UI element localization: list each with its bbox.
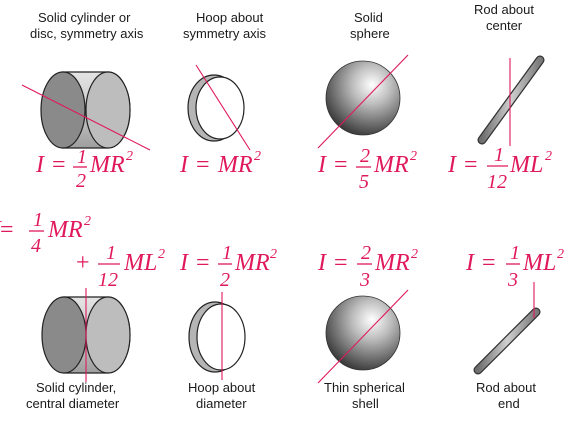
formula-denominator: 2	[76, 170, 86, 192]
formula-plus: +	[76, 250, 90, 276]
formula-rod-center: I = 1 12 ML 2	[447, 144, 552, 193]
label-line-2: end	[498, 396, 520, 411]
formula-equals: =	[52, 152, 66, 178]
formula-hoop-diameter: I = 1 2 MR 2	[179, 242, 277, 291]
formula-lhs: I	[317, 250, 327, 276]
formula-numerator: 2	[360, 145, 370, 167]
hoop-symmetry-figure	[187, 64, 251, 151]
formula-numerator: 1	[494, 144, 504, 166]
label-line-1: Hoop about	[188, 380, 256, 395]
formula-exponent: 2	[254, 149, 261, 164]
label-solid-cylinder-symmetry: Solid cylinder or disc, symmetry axis	[30, 10, 144, 41]
formula-numerator: 1	[222, 242, 232, 264]
label-line-2: sphere	[350, 26, 390, 41]
formula-exponent: 2	[545, 149, 552, 164]
formula-term: ML	[522, 250, 556, 276]
label-thin-shell: Thin spherical shell	[324, 380, 405, 411]
formula-term: ML	[123, 250, 157, 276]
label-line-1: Solid	[354, 10, 383, 25]
formula-lhs: I	[465, 250, 475, 276]
label-line-1: Rod about	[476, 380, 536, 395]
rotation-axis	[195, 64, 251, 151]
formula-denominator: 12	[487, 171, 507, 193]
formula-equals: =	[196, 152, 210, 178]
formula-exponent: 2	[410, 149, 417, 164]
formula-denominator: 2	[220, 269, 230, 291]
formula-exponent: 2	[557, 247, 564, 262]
formula-numerator: 2	[361, 242, 371, 264]
formula-lhs: I	[179, 250, 189, 276]
formula-equals: =	[0, 217, 14, 243]
formula-term: MR	[234, 250, 270, 276]
formula-term: MR	[373, 152, 409, 178]
rotation-axis	[317, 289, 409, 384]
label-line-1: Solid cylinder,	[36, 380, 116, 395]
formula-term: MR	[217, 152, 253, 178]
formula-lhs: I	[179, 152, 189, 178]
label-solid-sphere: Solid sphere	[350, 10, 390, 41]
label-line-2: center	[486, 18, 523, 33]
rotation-axis	[317, 54, 409, 149]
label-solid-cylinder-central: Solid cylinder, central diameter	[26, 380, 120, 411]
formula-numerator: 1	[33, 209, 43, 231]
formula-denominator: 12	[98, 269, 118, 291]
label-line-1: Solid cylinder or	[38, 10, 131, 25]
thin-shell-figure	[317, 289, 409, 384]
formula-exponent: 2	[270, 247, 277, 262]
formula-term: MR	[47, 217, 83, 243]
hoop-diameter-figure	[188, 292, 246, 380]
formula-numerator: 1	[77, 146, 87, 168]
label-line-2: shell	[352, 396, 379, 411]
formula-denominator: 5	[359, 171, 369, 193]
formula-equals: =	[334, 250, 348, 276]
label-rod-center: Rod about center	[474, 2, 534, 33]
formula-solid-cylinder-central: I = 1 4 MR 2 + 1 12 ML 2	[0, 209, 165, 291]
formula-solid-sphere: I = 2 5 MR 2	[317, 145, 417, 193]
solid-cylinder-symmetry-figure	[21, 71, 151, 151]
label-line-1: Rod about	[474, 2, 534, 17]
rotation-axis	[21, 84, 151, 151]
label-line-2: symmetry axis	[183, 26, 267, 41]
formula-exponent: 2	[158, 247, 165, 262]
formula-numerator: 1	[106, 242, 116, 264]
rod-end-figure	[473, 282, 541, 375]
label-line-1: Thin spherical	[324, 380, 405, 395]
formula-lhs: I	[317, 152, 327, 178]
formula-numerator: 1	[510, 242, 520, 264]
label-hoop-symmetry: Hoop about symmetry axis	[183, 10, 267, 41]
rod-center-figure	[477, 55, 545, 146]
formula-equals: =	[464, 152, 478, 178]
formula-equals: =	[482, 250, 496, 276]
solid-sphere-figure	[317, 54, 409, 149]
formula-exponent: 2	[411, 247, 418, 262]
label-hoop-diameter: Hoop about diameter	[188, 380, 256, 411]
label-line-2: central diameter	[26, 396, 120, 411]
formula-term: MR	[89, 152, 125, 178]
label-line-2: disc, symmetry axis	[30, 26, 144, 41]
label-rod-end: Rod about end	[476, 380, 536, 411]
formula-lhs: I	[35, 152, 45, 178]
formula-thin-shell: I = 2 3 MR 2	[317, 242, 418, 291]
formula-exponent: 2	[84, 214, 91, 229]
formula-solid-cylinder-symmetry: I = 1 2 MR 2	[35, 146, 133, 192]
formula-term: ML	[509, 152, 543, 178]
formula-term: MR	[374, 250, 410, 276]
label-line-2: diameter	[196, 396, 247, 411]
formula-hoop-symmetry: I = MR 2	[179, 149, 261, 178]
formula-equals: =	[196, 250, 210, 276]
formula-denominator: 3	[507, 269, 518, 291]
label-line-1: Hoop about	[196, 10, 264, 25]
formula-lhs: I	[447, 152, 457, 178]
formula-exponent: 2	[126, 149, 133, 164]
formula-rod-end: I = 1 3 ML 2	[465, 242, 564, 291]
formula-equals: =	[334, 152, 348, 178]
formula-denominator: 4	[31, 235, 41, 257]
formula-denominator: 3	[359, 269, 370, 291]
solid-cylinder-central-figure	[41, 288, 131, 382]
